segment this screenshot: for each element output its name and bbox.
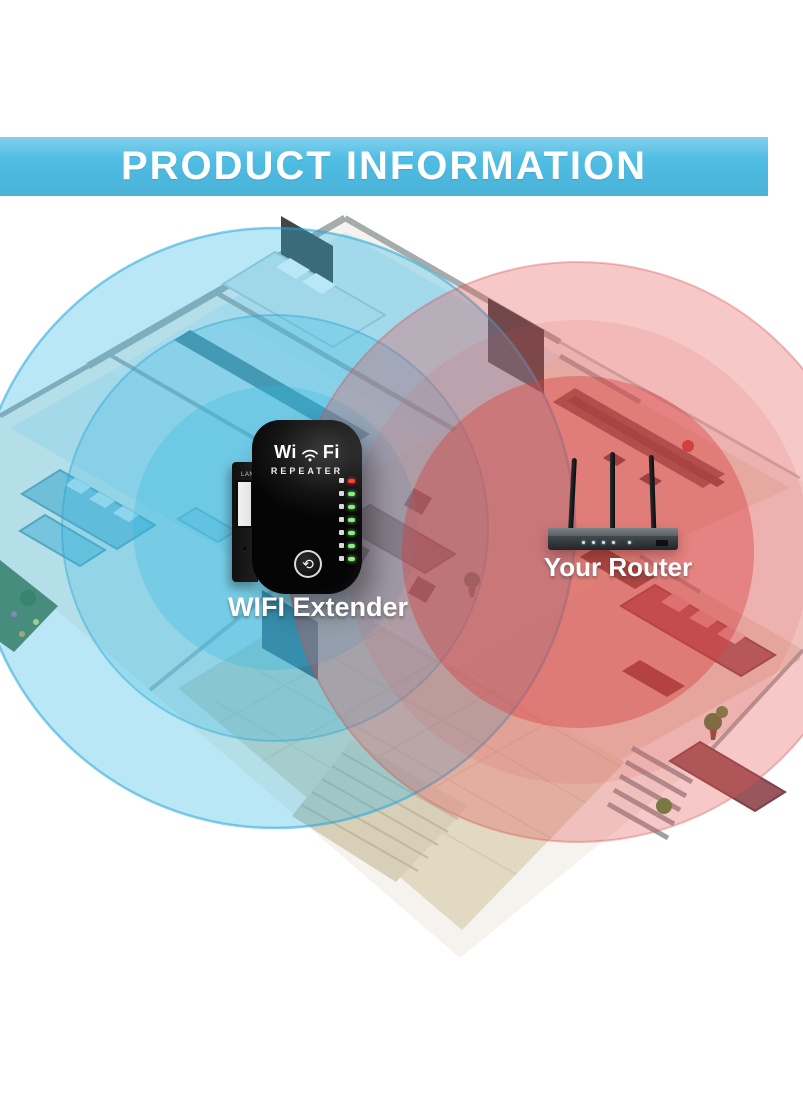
left-sofa (18, 468, 238, 568)
title-banner: PRODUCT INFORMATION (0, 137, 768, 196)
signal-mid-icon (339, 543, 344, 548)
tv-cabinet (174, 330, 370, 444)
signal-high-led (339, 530, 355, 535)
reset-hole (242, 546, 247, 551)
wan-port (656, 540, 668, 546)
router-label: Your Router (543, 552, 693, 582)
lan-port: LAN (236, 472, 254, 528)
signal-mid-led (339, 543, 355, 548)
kitchen-counter (553, 388, 725, 488)
brand-fi: Fi (322, 442, 340, 462)
router-coverage-zone (287, 261, 803, 843)
extender-subtitle: REPEATER (270, 466, 344, 476)
brand-wi: Wi (274, 442, 297, 462)
router-antenna (568, 457, 577, 531)
router-antennas (540, 448, 690, 550)
extender-label: WIFI Extender (227, 592, 409, 622)
power-icon (339, 478, 344, 483)
garden (0, 560, 58, 652)
router-body (548, 528, 678, 550)
balcony (606, 706, 728, 841)
page-title: PRODUCT INFORMATION (120, 144, 648, 188)
wps-icon: ⟲ (302, 556, 314, 572)
led-indicator-column (339, 478, 355, 561)
wifi-signal-icon (302, 449, 318, 462)
power-led (339, 478, 355, 483)
wireless-led (339, 491, 355, 496)
bed (221, 250, 387, 349)
wps-led (339, 504, 355, 509)
signal-high-icon (339, 530, 344, 535)
wps-button: ⟲ (294, 550, 322, 578)
router-device (540, 448, 690, 550)
wps-icon (339, 504, 344, 509)
stairs (292, 740, 468, 882)
ethernet-icon (339, 517, 344, 522)
signal-low-icon (339, 556, 344, 561)
router-antenna (610, 452, 615, 530)
right-sofa (580, 545, 787, 813)
wifi-extender-device: LAN Wi Fi REPEATER ⟲ (232, 420, 364, 600)
signal-low-led (339, 556, 355, 561)
extender-body: Wi Fi REPEATER ⟲ (252, 420, 362, 594)
extender-brand: Wi Fi (252, 420, 362, 463)
lan-port-label: LAN (241, 472, 255, 478)
router-antenna (648, 454, 657, 531)
lan-led (339, 517, 355, 522)
wireless-icon (339, 491, 344, 496)
plant (464, 572, 480, 597)
